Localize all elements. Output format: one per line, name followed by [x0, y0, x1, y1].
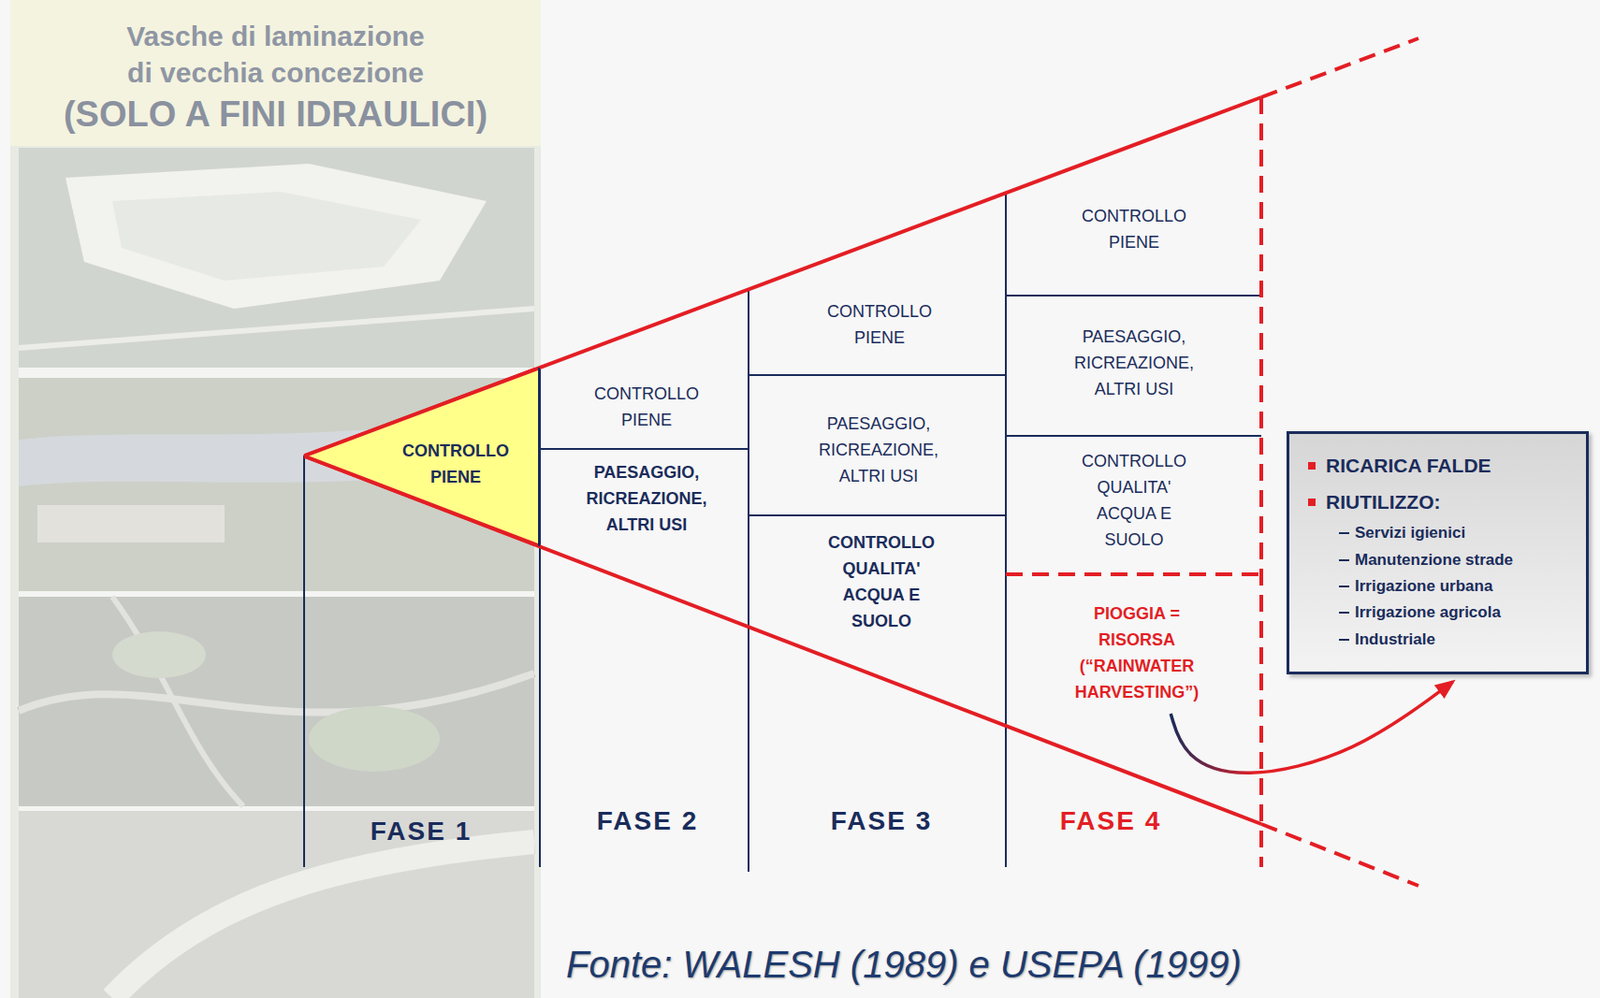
cell-text-block: PAESAGGIO, RICREAZIONE, ALTRI USI	[814, 410, 944, 490]
list-item: Industriale	[1354, 630, 1436, 650]
triangle-edge	[304, 367, 540, 547]
phase-cell: CONTROLLO PIENE	[815, 293, 937, 356]
cell-text-block: CONTROLLO PIENE	[590, 380, 704, 434]
cell-divider	[1005, 435, 1262, 437]
wedge-extension	[1261, 38, 1419, 98]
dash-mark	[1338, 611, 1350, 614]
cell-text-block: PAESAGGIO, RICREAZIONE, ALTRI USI	[581, 459, 712, 539]
source-caption: Fonte: WALESH (1989) e USEPA (1999)	[566, 942, 1242, 988]
dash-mark	[1338, 639, 1350, 641]
wedge	[304, 38, 1419, 887]
phase-cell: CONTROLLO PIENE	[1070, 198, 1192, 261]
phase-label: FASE 4	[1060, 805, 1162, 838]
cell-text: PAESAGGIO, RICREAZIONE, ALTRI USI	[814, 410, 944, 490]
list-row: Irrigazione agricola	[1308, 599, 1570, 626]
phase-cell: CONTROLLO QUALITA' ACQUA E SUOLO	[1070, 443, 1192, 558]
dash-mark	[1338, 585, 1350, 588]
cell-text: CONTROLLO QUALITA' ACQUA E SUOLO	[824, 529, 939, 635]
cell-text-block: PIOGGIA = RISORSA (“RAINWATER HARVESTING…	[1071, 600, 1204, 706]
phase-label: FASE 1	[370, 815, 472, 848]
cell-text-block: CONTROLLO QUALITA' ACQUA E SUOLO	[1077, 448, 1192, 553]
triangle-fill	[304, 367, 540, 547]
phase-cell: PAESAGGIO, RICREAZIONE, ALTRI USI	[1062, 319, 1199, 408]
phase-cell: PIOGGIA = RISORSA (“RAINWATER HARVESTING…	[1063, 596, 1204, 711]
phase-label: FASE 3	[830, 805, 932, 838]
phase-cell: PAESAGGIO, RICREAZIONE, ALTRI USI	[807, 406, 944, 495]
phase-triangle: CONTROLLO PIENE	[304, 367, 540, 547]
flow-arrow	[1170, 682, 1453, 773]
connectors	[1170, 682, 1453, 773]
bullet-mark	[1308, 462, 1316, 470]
list-heading: RIUTILIZZO:	[1325, 491, 1440, 514]
cell-text-block: CONTROLLO PIENE	[1077, 203, 1192, 256]
cell-divider	[748, 374, 1006, 377]
phase-divider	[538, 367, 541, 868]
triangle-edge	[538, 367, 540, 547]
dash-mark	[1338, 532, 1350, 535]
photo-strip	[18, 147, 535, 998]
phase-cell: PAESAGGIO, RICREAZIONE, ALTRI USI	[574, 454, 712, 543]
cell-divider	[539, 448, 749, 451]
list-heading: RICARICA FALDE	[1325, 454, 1492, 478]
panel-ground	[10, 0, 541, 998]
cell-text: PAESAGGIO, RICREAZIONE, ALTRI USI	[581, 459, 712, 539]
cell-text: PIOGGIA = RISORSA (“RAINWATER HARVESTING…	[1071, 600, 1204, 706]
panel-subtitle: (SOLO A FINI IDRAULICI)	[10, 93, 541, 135]
cell-text: CONTROLLO PIENE	[823, 298, 937, 351]
phase-label: FASE 2	[596, 805, 699, 838]
panel-title: Vasche di laminazione di vecchia concezi…	[114, 17, 437, 91]
cell-divider	[1005, 294, 1262, 297]
cell-text-block: PAESAGGIO, RICREAZIONE, ALTRI USI	[1070, 323, 1199, 403]
dash-mark	[1338, 559, 1350, 562]
list-item: Servizi igienici	[1354, 523, 1466, 543]
list-row: Industriale	[1308, 626, 1570, 654]
cell-text-block: CONTROLLO QUALITA' ACQUA E SUOLO	[824, 529, 939, 635]
list-row: Irrigazione urbana	[1308, 573, 1570, 600]
bullet-mark	[1308, 498, 1316, 507]
cell-text: CONTROLLO PIENE	[1077, 203, 1192, 256]
panel-heading: Vasche di laminazione di vecchia concezi…	[10, 17, 541, 135]
cell-text: CONTROLLO PIENE	[590, 380, 704, 434]
wedge-extension	[1261, 824, 1419, 887]
bullet-row: RIUTILIZZO:	[1308, 483, 1570, 521]
future-divider	[1005, 572, 1262, 577]
phase-divider	[1004, 192, 1007, 868]
list-item: Irrigazione urbana	[1354, 577, 1493, 597]
cell-divider	[748, 514, 1006, 517]
list-item: Irrigazione agricola	[1354, 603, 1501, 623]
phase-grid	[304, 192, 1262, 873]
bullet-row: RICARICA FALDE	[1308, 447, 1570, 484]
phase-divider	[303, 455, 306, 868]
cell-text: PAESAGGIO, RICREAZIONE, ALTRI USI	[1070, 323, 1199, 403]
phase-cell: CONTROLLO PIENE	[582, 376, 704, 438]
list-item: Manutenzione strade	[1354, 551, 1513, 570]
photo-veil	[18, 147, 535, 998]
list-row: Servizi igienici	[1308, 520, 1570, 547]
cell-text: CONTROLLO QUALITA' ACQUA E SUOLO	[1077, 448, 1192, 553]
cell-text-block: CONTROLLO PIENE	[394, 437, 517, 491]
phase-divider	[747, 289, 750, 873]
phase-cell: CONTROLLO QUALITA' ACQUA E SUOLO	[816, 524, 939, 640]
heading-ground	[10, 0, 541, 146]
future-divider	[1259, 97, 1264, 868]
list-row: Manutenzione strade	[1308, 546, 1570, 573]
cell-text: CONTROLLO PIENE	[394, 437, 517, 491]
benefit-box: RICARICA FALDE RIUTILIZZO: Servizi igienic…	[1286, 431, 1589, 675]
cell-text-block: CONTROLLO PIENE	[823, 298, 937, 351]
